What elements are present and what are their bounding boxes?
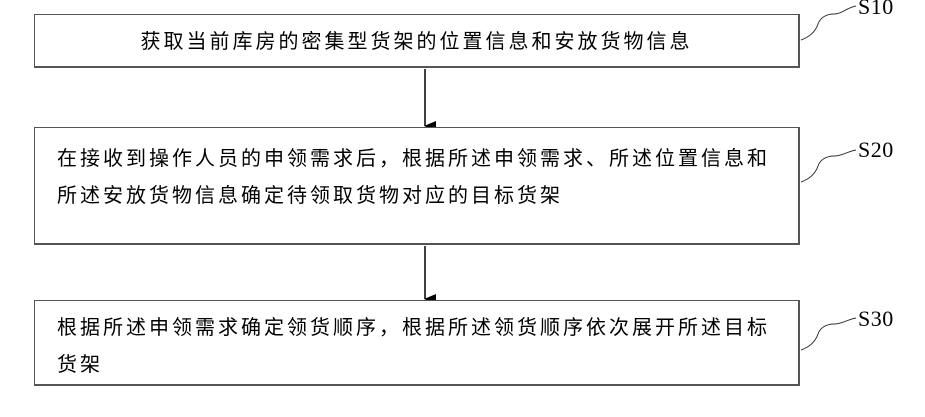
- step-label-s10: S10: [858, 0, 894, 20]
- step-box-s20: 在接收到操作人员的申领需求后，根据所述申领需求、所述位置信息和所述安放货物信息确…: [34, 127, 800, 245]
- leader-s30: [801, 318, 856, 350]
- step-box-s30: 根据所述申领需求确定领货顺序，根据所述领货顺序依次展开所述目标货架: [34, 300, 800, 386]
- leader-s10: [801, 6, 856, 40]
- step-text-s30: 根据所述申领需求确定领货顺序，根据所述领货顺序依次展开所述目标货架: [35, 301, 798, 383]
- step-label-s20: S20: [858, 137, 894, 163]
- step-box-s10: 获取当前库房的密集型货架的位置信息和安放货物信息: [34, 14, 800, 68]
- step-text-s20: 在接收到操作人员的申领需求后，根据所述申领需求、所述位置信息和所述安放货物信息确…: [35, 128, 798, 214]
- leader-s20: [801, 150, 856, 182]
- step-text-s10: 获取当前库房的密集型货架的位置信息和安放货物信息: [35, 15, 798, 60]
- step-label-s30: S30: [858, 306, 894, 332]
